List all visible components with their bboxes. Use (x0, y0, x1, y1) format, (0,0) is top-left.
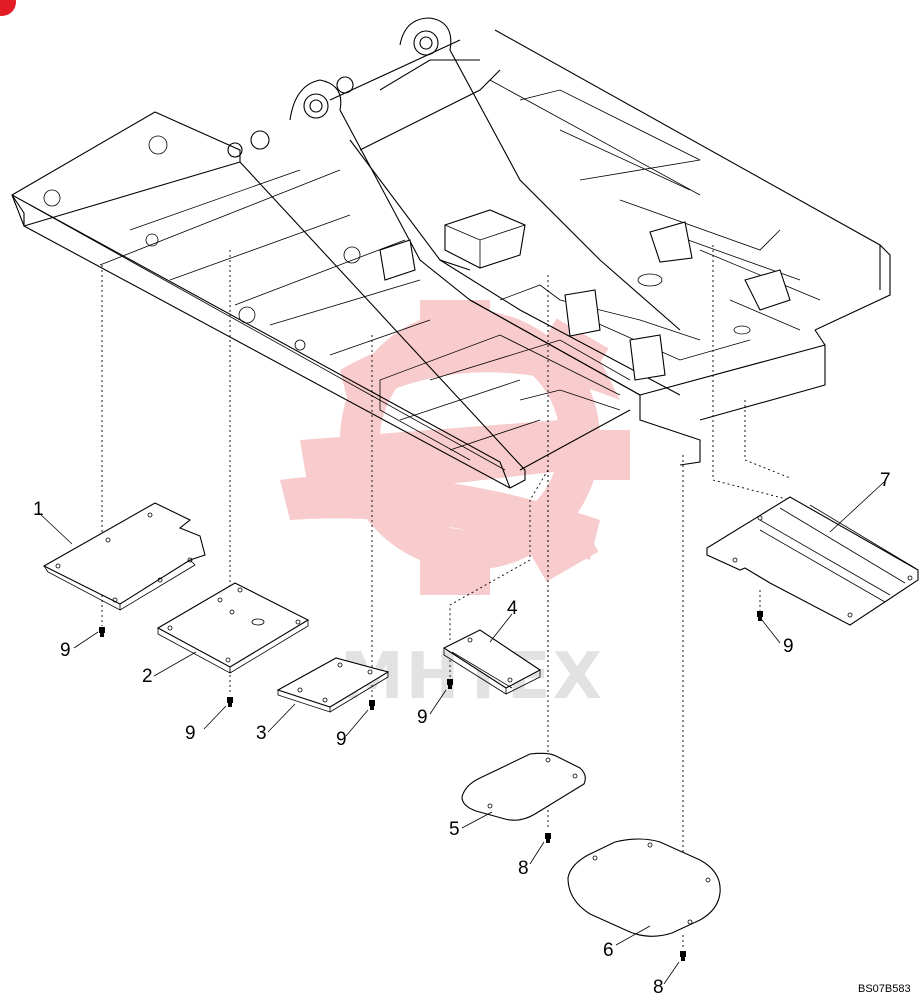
bolt-icon (227, 697, 233, 707)
bolt-icon (757, 611, 763, 621)
bolt-icon (447, 679, 453, 689)
cover-plate-1 (42, 502, 206, 611)
callout-3: 3 (256, 723, 267, 744)
bolt-icon (369, 700, 375, 710)
bolt-icon (680, 951, 686, 961)
cover-plate-2 (156, 582, 310, 674)
cover-plate-6 (567, 838, 721, 937)
callout-9-plate7: 9 (783, 636, 794, 657)
callout-6: 6 (603, 940, 614, 961)
corner-mark (0, 0, 16, 16)
upper-frame-assembly (11, 17, 891, 489)
callout-8-plate6: 8 (653, 977, 664, 998)
bolt-icon (99, 627, 105, 637)
callouts: 1 2 3 4 5 6 7 9 9 9 9 9 8 8 (33, 470, 891, 998)
callout-8-plate5: 8 (518, 858, 529, 879)
cover-plate-5 (461, 752, 586, 821)
cover-plate-4 (442, 629, 542, 695)
bolt-icons (99, 611, 763, 961)
callout-9-plate1: 9 (60, 640, 71, 661)
callout-9-plate4: 9 (417, 707, 428, 728)
callout-5: 5 (449, 819, 460, 840)
callout-2: 2 (142, 666, 153, 687)
cover-plate-7 (706, 496, 919, 626)
callout-9-plate3: 9 (336, 729, 347, 750)
drawing-code: BS07B583 (858, 983, 911, 995)
callout-9-plate2: 9 (185, 723, 196, 744)
callout-4: 4 (507, 598, 518, 619)
callout-leaders (37, 481, 885, 985)
watermark-logo (280, 300, 630, 595)
callout-7: 7 (880, 470, 891, 491)
cover-plate-3 (276, 657, 390, 713)
bolt-icon (545, 833, 551, 843)
callout-1: 1 (33, 499, 44, 520)
